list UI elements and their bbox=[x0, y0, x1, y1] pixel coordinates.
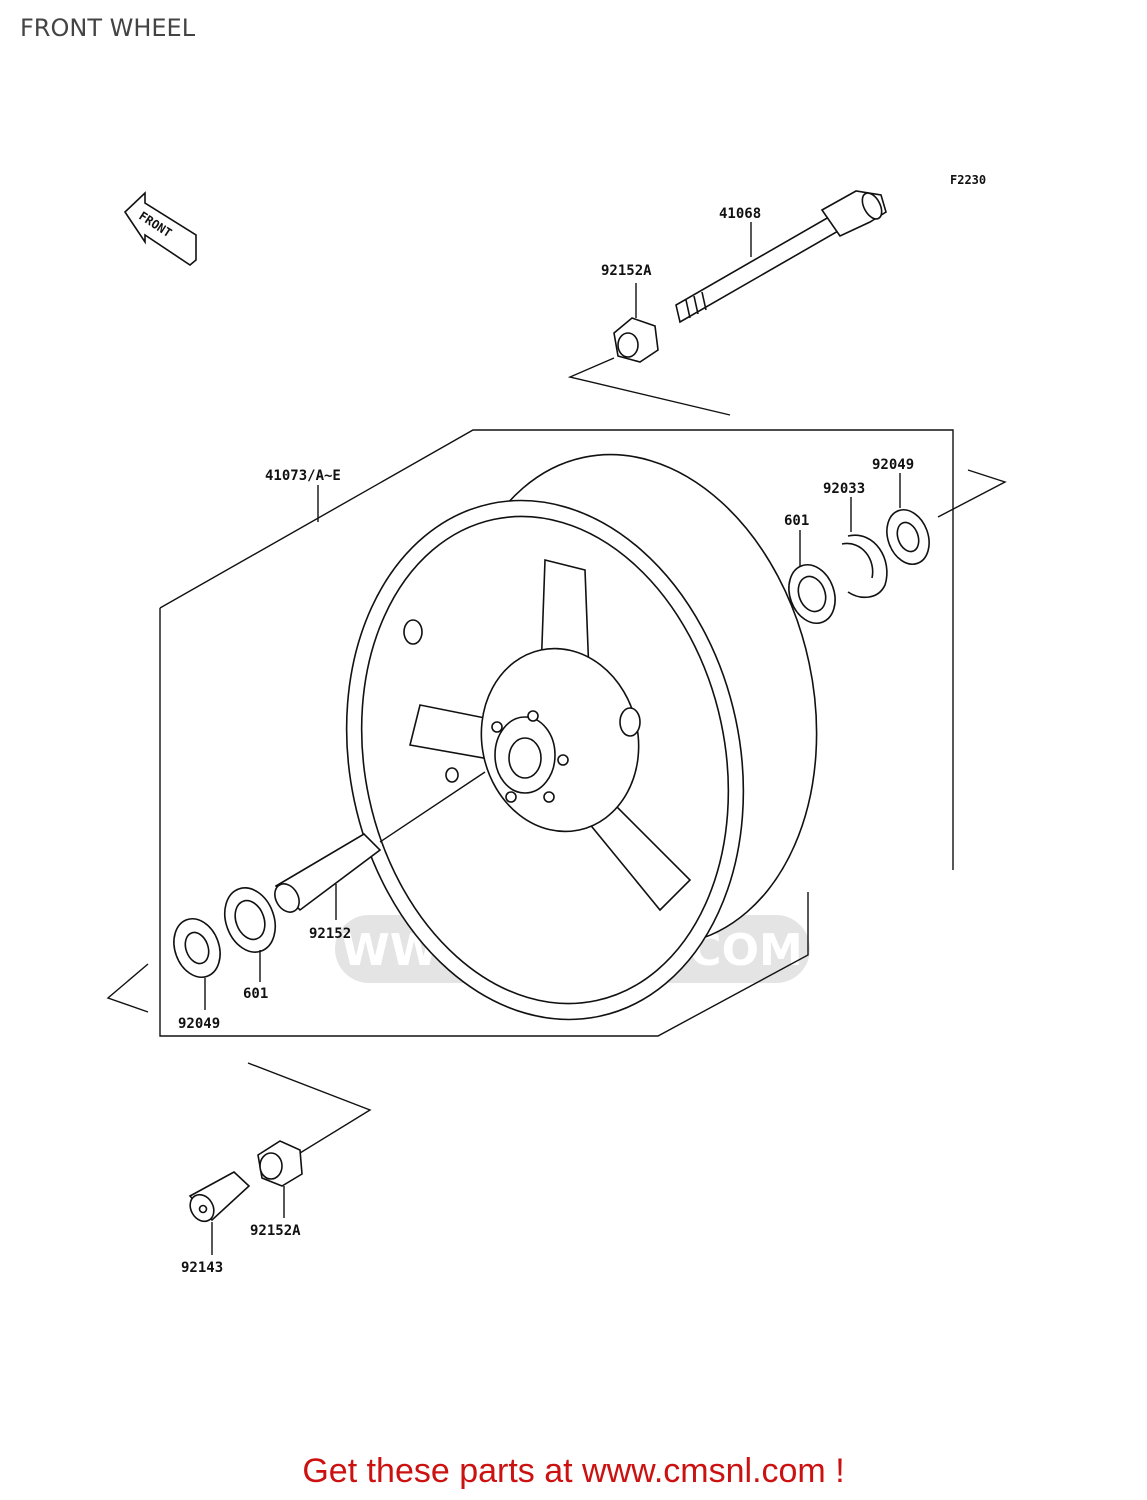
collar-upper-bore bbox=[617, 332, 639, 358]
bearing-left-inner bbox=[234, 899, 266, 941]
collar-upper-part bbox=[613, 317, 659, 363]
seal-right-inner bbox=[896, 521, 920, 553]
seal-right-label: 92049 bbox=[872, 457, 914, 473]
valve-stem bbox=[445, 767, 459, 783]
seal-left-inner bbox=[184, 931, 210, 965]
disc-bolt-hole bbox=[505, 791, 517, 803]
spacer-label: 92152 bbox=[309, 926, 351, 942]
valve-hole bbox=[403, 619, 423, 645]
disc-bolt-hole bbox=[491, 721, 503, 733]
assembly-outline-top bbox=[159, 429, 954, 870]
collar-lower-guide bbox=[247, 1062, 372, 1154]
right-axis-guide bbox=[937, 469, 1007, 518]
bearing-right-inner bbox=[797, 575, 827, 613]
page-title: FRONT WHEEL bbox=[20, 14, 196, 42]
circlip-label: 92033 bbox=[823, 481, 865, 497]
bearing-left-label: 601 bbox=[243, 986, 268, 1002]
seal-right-part bbox=[886, 509, 930, 565]
collar-upper-guide bbox=[567, 357, 731, 416]
wheel-rim-inner bbox=[360, 515, 730, 1005]
wheel-hub-bore-inner bbox=[508, 737, 542, 779]
axle-part bbox=[675, 190, 887, 324]
axle-nut-part bbox=[188, 1171, 251, 1223]
left-axis-guide bbox=[106, 963, 149, 1013]
collar-lower-bore bbox=[259, 1152, 283, 1180]
collar-lower-label: 92152A bbox=[250, 1223, 301, 1239]
wheel-part bbox=[345, 453, 818, 1021]
spacer-part bbox=[274, 832, 382, 913]
collar-lower-part bbox=[257, 1140, 303, 1187]
axle-nut-hex-socket bbox=[198, 1204, 208, 1214]
assembly-outline-bottom bbox=[159, 608, 809, 1037]
hub-window bbox=[619, 707, 641, 737]
bearing-right-part bbox=[788, 564, 836, 624]
disc-bolt-hole bbox=[527, 710, 539, 722]
bearing-left-part bbox=[223, 887, 277, 953]
bearing-right-label: 601 bbox=[784, 513, 809, 529]
circlip-inner-edge bbox=[841, 542, 874, 579]
circlip-part bbox=[847, 534, 888, 599]
spacer-end bbox=[274, 883, 300, 913]
axle-head-end bbox=[861, 192, 883, 220]
front-direction-arrow: FRONT bbox=[123, 191, 197, 266]
seal-left-part bbox=[173, 918, 221, 978]
figure-code: F2230 bbox=[950, 173, 986, 187]
axle-label: 41068 bbox=[719, 206, 761, 222]
disc-bolt-hole bbox=[557, 754, 569, 766]
wheel-label: 41073/A~E bbox=[265, 468, 341, 484]
disc-bolt-hole bbox=[543, 791, 555, 803]
front-arrow-icon bbox=[123, 191, 197, 266]
wheel-axis-line bbox=[379, 771, 486, 843]
seal-left-label: 92049 bbox=[178, 1016, 220, 1032]
axle-nut-label: 92143 bbox=[181, 1260, 223, 1276]
footer-banner[interactable]: Get these parts at www.cmsnl.com ! bbox=[302, 1452, 845, 1490]
axle-thread bbox=[685, 291, 707, 319]
collar-upper-label: 92152A bbox=[601, 263, 652, 279]
